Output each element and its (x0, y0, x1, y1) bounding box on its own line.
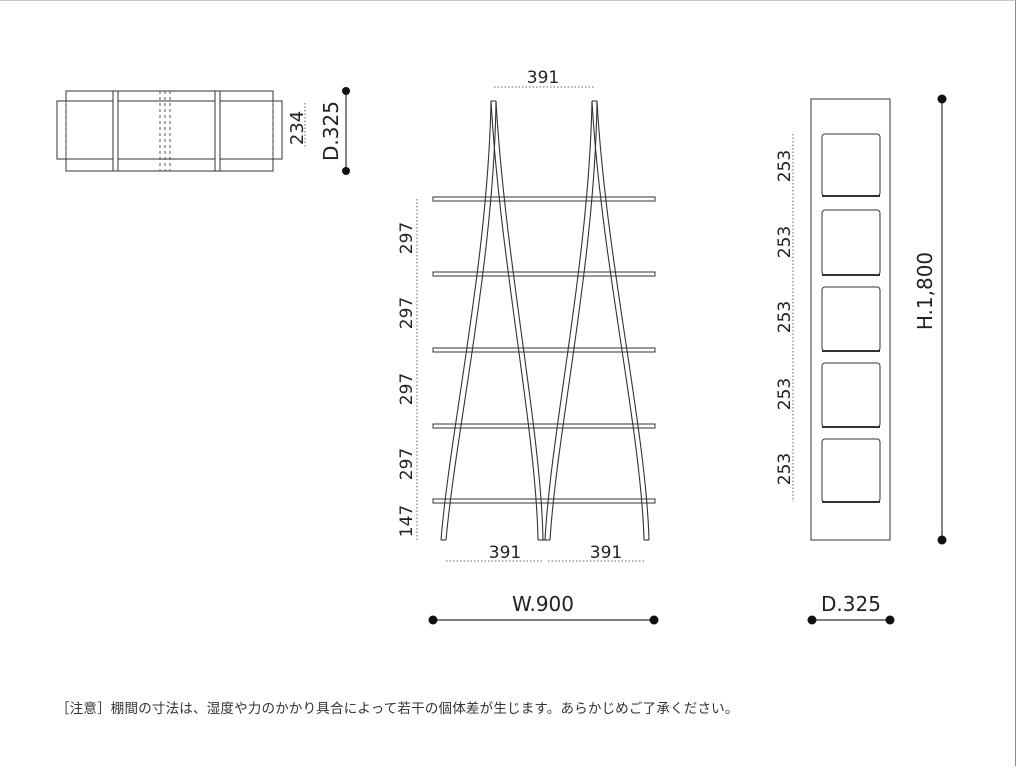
front-shelf-spacing-2: 297 (397, 297, 417, 329)
top-view-depth: D.325 (319, 101, 343, 161)
side-shelf-spacing-3: 253 (775, 301, 795, 333)
top-view (56, 90, 283, 172)
front-shelf (432, 271, 656, 277)
front-bottom-span-left: 391 (489, 543, 521, 563)
front-shelf-spacing-4: 297 (397, 448, 417, 480)
caution-note: ［注意］棚間の寸法は、湿度や力のかかり具合によって若干の個体差が生じます。あらか… (56, 701, 739, 717)
side-shelf-openings (821, 133, 881, 503)
front-leg (490, 100, 539, 541)
front-leg (591, 100, 645, 541)
front-shelf (432, 423, 656, 429)
top-view-post (214, 90, 221, 172)
side-shelf-spacing-4: 253 (775, 378, 795, 410)
front-shelf (432, 196, 656, 202)
side-view-dims: 253 253 253 253 253 H.1,800 D.325 (775, 94, 947, 625)
side-view (810, 98, 891, 541)
front-view-dims: 391 297 297 297 297 147 391 391 W.900 (397, 68, 659, 625)
front-shelf-spacing-3: 297 (397, 373, 417, 405)
front-leg (544, 100, 593, 541)
front-shelf-spacing-1: 297 (397, 222, 417, 254)
front-width: W.900 (512, 592, 574, 616)
front-shelf (432, 347, 656, 353)
side-depth: D.325 (821, 592, 881, 616)
top-view-post (112, 90, 119, 172)
side-shelf-spacing-1: 253 (775, 150, 795, 182)
front-top-span: 391 (527, 68, 559, 88)
front-shelf (432, 498, 656, 504)
front-bottom-span-right: 391 (590, 543, 622, 563)
side-shelf-spacing-2: 253 (775, 226, 795, 258)
side-outline (810, 98, 891, 541)
front-leg (440, 100, 492, 541)
front-view (432, 100, 656, 541)
front-shelf-spacing-5: 147 (397, 505, 417, 537)
side-shelf-spacing-5: 253 (775, 453, 795, 485)
top-view-inner-depth: 234 (287, 111, 308, 145)
side-height: H.1,800 (913, 252, 937, 330)
top-view-dims: 234 D.325 (287, 87, 350, 175)
